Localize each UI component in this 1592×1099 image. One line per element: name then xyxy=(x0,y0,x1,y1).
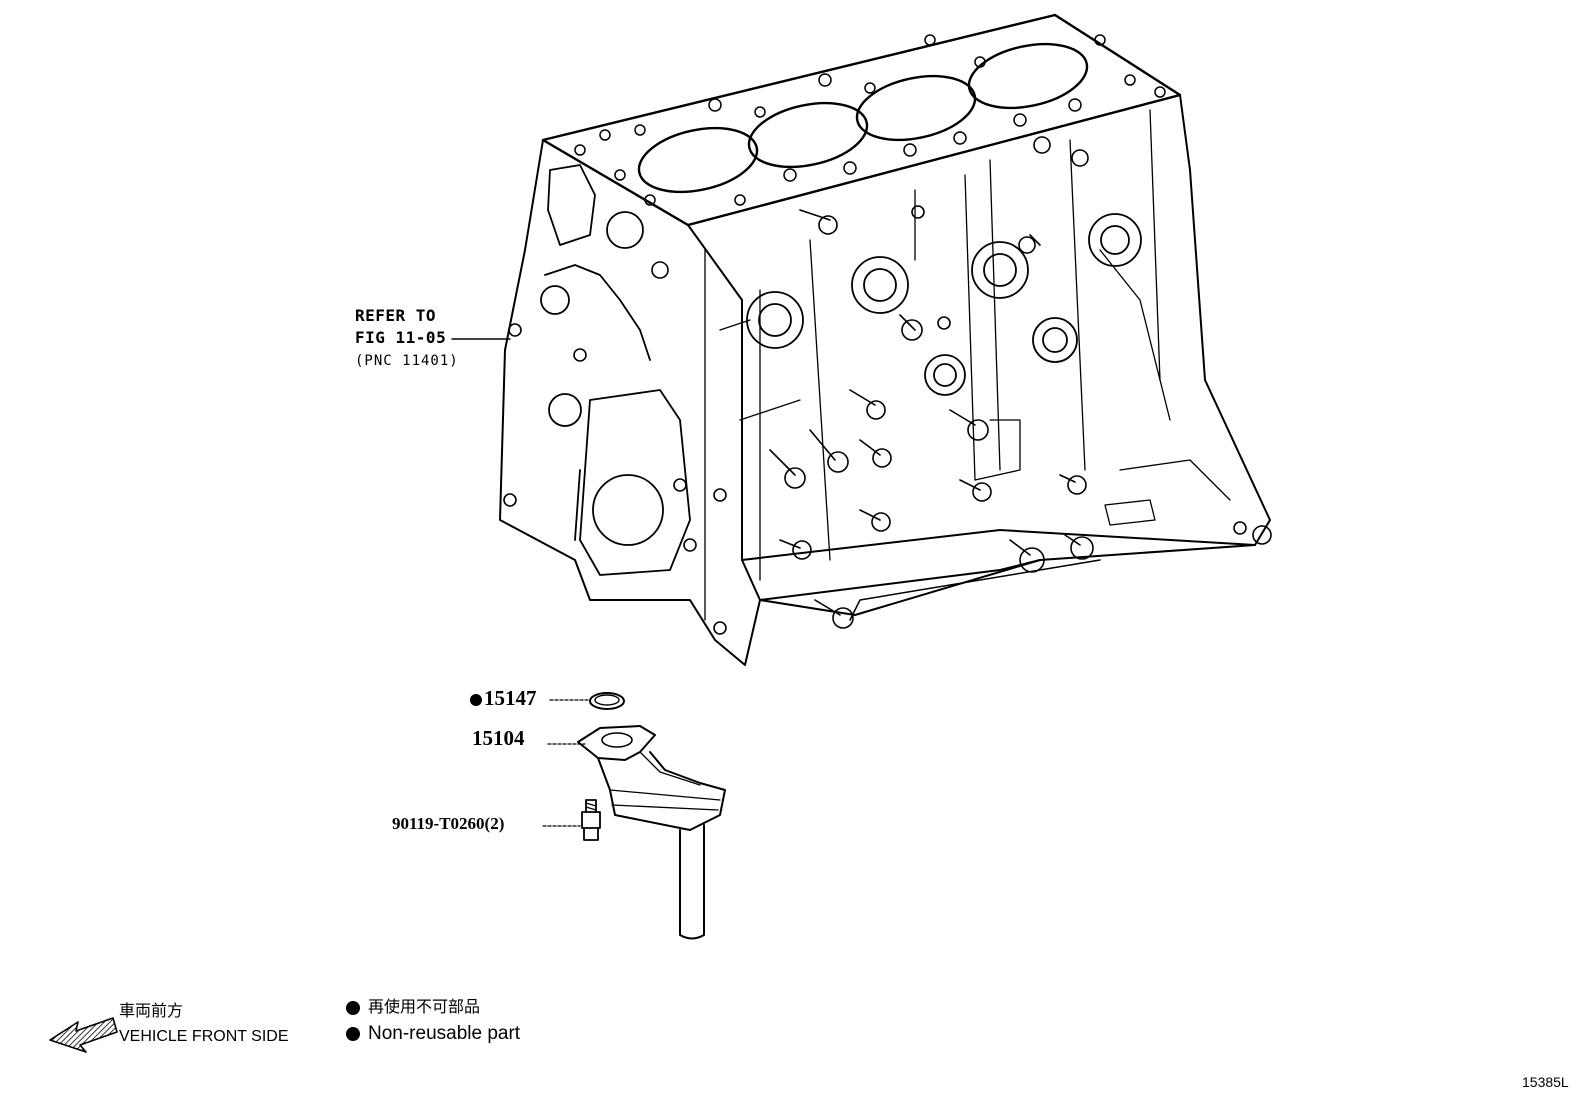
legend-front-jp: 車両前方 xyxy=(119,1003,184,1020)
bolt xyxy=(581,799,601,841)
reference-label-line3: (PNC 11401) xyxy=(355,353,459,369)
oil-strainer xyxy=(577,725,726,940)
cylinder-bore-3 xyxy=(855,74,977,142)
cylinder-bore-2 xyxy=(747,101,869,169)
part-number-gasket: 15147 xyxy=(484,686,537,710)
legend-nonreuse-jp: 再使用不可部品 xyxy=(368,999,481,1016)
filled-circle-icon xyxy=(346,1026,360,1041)
legend-nonreuse-jp-row: 再使用不可部品 xyxy=(346,1000,480,1016)
filled-circle-icon xyxy=(346,1000,360,1015)
gasket-ring xyxy=(589,692,625,710)
cylinder-bore-1 xyxy=(637,126,759,194)
filled-circle-icon xyxy=(470,694,482,707)
illustration-code: 15385L xyxy=(1522,1074,1569,1090)
legend-front-en: VEHICLE FRONT SIDE xyxy=(119,1028,289,1045)
part-label-bolt[interactable]: 90119-T0260(2) xyxy=(392,814,505,833)
reference-label-line2: FIG 11-05 xyxy=(355,328,447,347)
arrow-left-hatched-icon xyxy=(49,1017,118,1053)
cylinder-block xyxy=(499,13,1272,666)
legend-nonreuse-en-row: Non-reusable part xyxy=(346,1024,520,1043)
reference-label-line1: REFER TO xyxy=(355,306,437,325)
legend-nonreuse-en: Non-reusable part xyxy=(368,1023,521,1044)
part-label-strainer[interactable]: 15104 xyxy=(472,726,525,750)
part-label-gasket[interactable]: 15147 xyxy=(470,688,537,709)
cylinder-bore-4 xyxy=(967,42,1089,110)
